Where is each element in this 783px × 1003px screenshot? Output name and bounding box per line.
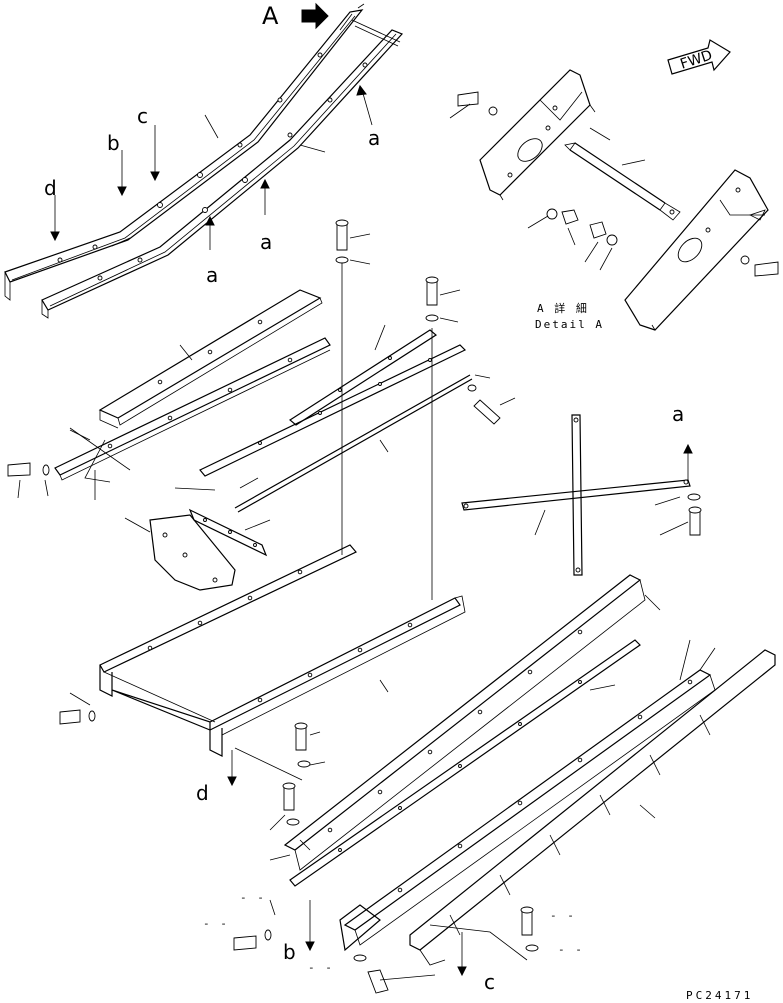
step-guard <box>409 649 776 966</box>
callout-a1: a <box>368 126 381 150</box>
callout-c1: c <box>137 104 148 128</box>
strip-thin <box>234 374 473 513</box>
leader-lines-rails <box>111 114 326 247</box>
arrows-rails <box>50 84 373 250</box>
bolts-middle <box>7 219 501 477</box>
dash-label-4: - - <box>550 909 576 922</box>
cross-bars <box>461 414 702 576</box>
rail-crossbar <box>339 3 401 47</box>
side-cover <box>149 514 236 591</box>
callout-d1: d <box>44 176 57 200</box>
angle-rail-c <box>343 669 716 946</box>
cross-bar-leaders <box>534 496 689 536</box>
detail-a-leaders <box>449 103 646 271</box>
cover-leaders <box>124 517 271 533</box>
base-leaders <box>69 679 389 781</box>
bent-plate <box>339 904 381 952</box>
small-bracket <box>188 508 268 557</box>
drawing-code: PC24171 <box>686 989 754 1002</box>
callout-a2: a <box>260 230 273 254</box>
strip-right-upper <box>288 329 438 426</box>
detail-title-jp: A 詳 細 <box>537 302 589 315</box>
callout-b1: b <box>107 131 120 155</box>
side-rail-upper <box>4 9 364 301</box>
strip-long-middle <box>199 344 467 477</box>
lower-leaders <box>269 594 716 981</box>
base-frame <box>99 544 466 757</box>
view-arrow-icon <box>301 2 329 30</box>
dash-label-3: - - <box>308 961 334 974</box>
callout-c2: c <box>484 970 495 994</box>
dash-label-1: - - <box>240 891 266 904</box>
callout-a3: a <box>206 263 219 287</box>
fwd-arrow-icon <box>667 39 731 75</box>
detail-a-hardware <box>457 91 779 277</box>
leaders-middle <box>17 233 516 499</box>
detail-a-cross-shaft <box>564 142 681 221</box>
side-rail-lower <box>41 29 404 319</box>
guide-lines <box>94 262 433 600</box>
callout-b2: b <box>283 940 296 964</box>
base-hardware <box>59 709 311 787</box>
lower-hardware <box>233 782 539 994</box>
callout-a4: a <box>672 402 685 426</box>
detail-title-en: Detail A <box>535 318 604 331</box>
detail-a-left-frame <box>479 69 596 201</box>
plate-long-left <box>54 337 331 481</box>
detail-a-right-frame <box>624 169 769 331</box>
dash-label-2: - - <box>203 917 229 930</box>
angle-rail-a <box>283 574 646 871</box>
dash-label-5: - - <box>558 943 584 956</box>
bracket-upper-left <box>98 289 323 429</box>
angle-rail-b <box>289 639 641 887</box>
callout-d2: d <box>196 781 209 805</box>
callout-view-a: A <box>262 2 279 30</box>
